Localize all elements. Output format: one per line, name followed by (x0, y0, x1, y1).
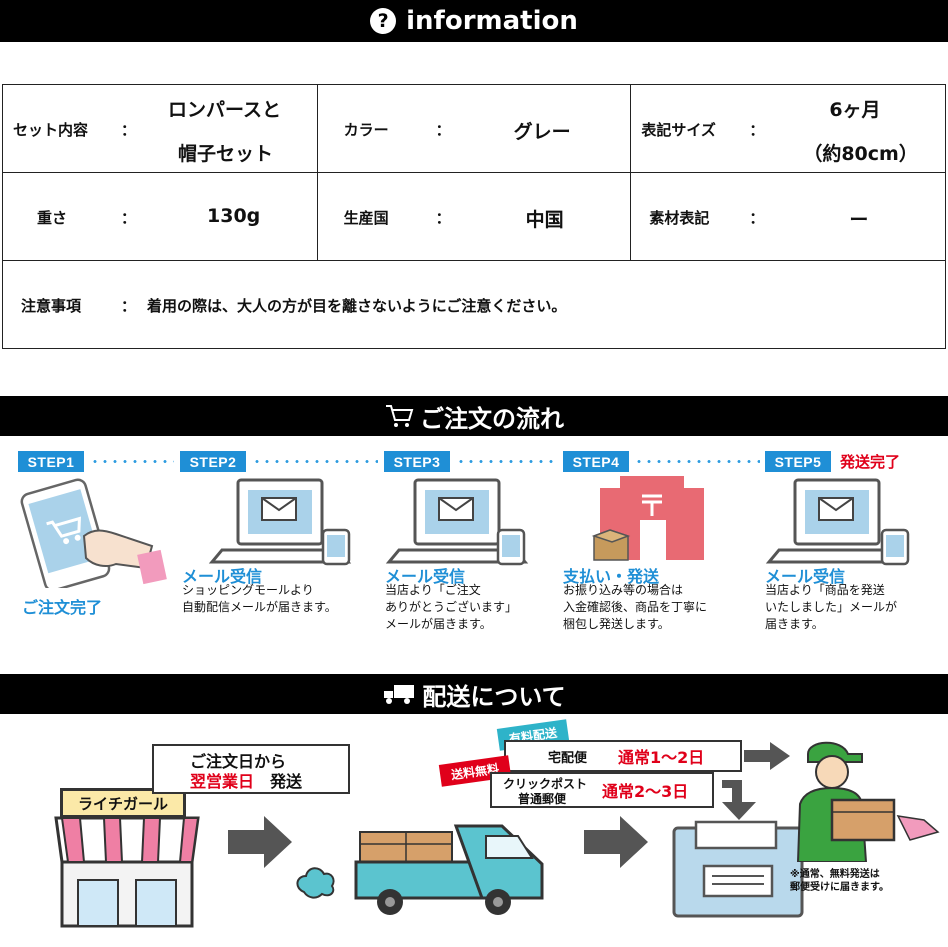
step-description: ショッピングモールより 自動配信メールが届きます。 (182, 583, 337, 614)
shopping-cart-icon (386, 405, 414, 427)
arrow-down-icon (722, 780, 756, 820)
spec-separator: ： (121, 209, 137, 227)
spec-value: （約80cm） (803, 143, 918, 165)
post-office-icon (591, 476, 704, 561)
step-title: メール受信 (182, 567, 263, 586)
arrow-right-icon (228, 816, 292, 868)
shipping-note: ※通常、無料発送は 郵便受けに届きます。 (790, 869, 889, 893)
spec-value: ー (849, 209, 869, 231)
spec-separator: ： (749, 121, 765, 139)
shipping-title: 配送について (422, 682, 566, 711)
spec-row: セット内容 ： ロンパースと 帽子セット カラー ： グレー 表記サイズ ： 6… (2, 84, 946, 173)
step-connector (90, 460, 174, 463)
mailbox-icon (672, 820, 804, 918)
spec-separator: ： (121, 297, 137, 315)
spec-row: 注意事項 ： 着用の際は、大人の方が目を離さないようにご注意ください。 (2, 260, 946, 349)
spec-label: 素材表記 (649, 209, 710, 227)
spec-value: 6ヶ月 (829, 99, 881, 121)
bubble-text: 発送 (270, 772, 303, 791)
bubble-text: ご注文日から (190, 752, 287, 771)
arrow-right-icon (584, 816, 648, 868)
spec-label: 重さ (37, 209, 68, 227)
spec-separator: ： (749, 209, 765, 227)
step-connector (456, 460, 556, 463)
free-shipping-time: 通常2〜3日 (602, 782, 689, 801)
step-badge: STEP3 (384, 451, 450, 472)
courier-person-icon (796, 741, 940, 862)
step-description: お振り込み等の場合は 入金確認後、商品を丁寧に 梱包し発送します。 (563, 583, 708, 631)
step-connector (252, 460, 378, 463)
bubble-highlight: 翌営業日 (190, 772, 255, 791)
laptop-mail-icon (765, 478, 910, 566)
spec-value: 中国 (525, 209, 564, 231)
laptop-mail-icon (385, 478, 529, 566)
spec-value: ロンパースと (168, 99, 282, 121)
step-badge: STEP5 (765, 451, 831, 472)
shipping-header: 配送について (0, 674, 948, 714)
spec-table: セット内容 ： ロンパースと 帽子セット カラー ： グレー 表記サイズ ： 6… (2, 84, 946, 349)
step-badge: STEP4 (563, 451, 629, 472)
paid-shipping-time: 通常1〜2日 (618, 748, 705, 767)
spec-label: カラー (343, 121, 389, 139)
step-title: ご注文完了 (22, 598, 103, 617)
spec-value: 帽子セット (178, 143, 274, 165)
information-header: ? information (0, 0, 948, 42)
free-shipping-method: クリックポスト (503, 777, 588, 791)
spec-row: 重さ ： 130g 生産国 ： 中国 素材表記 ： ー (2, 172, 946, 261)
order-flow-header: ご注文の流れ (0, 396, 948, 436)
paid-shipping-method: 宅配便 (548, 751, 588, 766)
step-badge: STEP2 (180, 451, 246, 472)
spec-label: 生産国 (343, 209, 389, 227)
paid-shipping-box (504, 740, 742, 772)
step-title: 支払い・発送 (563, 567, 660, 586)
shipping-complete-label: 発送完了 (840, 453, 901, 471)
laptop-mail-icon (208, 478, 352, 566)
delivery-truck-illustration (296, 824, 544, 915)
spec-value: グレー (513, 121, 571, 143)
spec-separator: ： (121, 121, 137, 139)
spec-separator: ： (435, 209, 451, 227)
shop-sign: ライチガール (60, 788, 186, 818)
question-circle-icon: ? (370, 8, 397, 34)
spec-label: 表記サイズ (641, 121, 716, 139)
step-description: 当店より「ご注文 ありがとうございます」 メールが届きます。 (385, 583, 518, 631)
information-title: information (406, 6, 578, 36)
order-flow-title: ご注文の流れ (420, 404, 564, 433)
free-shipping-method: 普通郵便 (518, 792, 567, 806)
spec-label: セット内容 (13, 121, 89, 139)
step-badge: STEP1 (18, 451, 84, 472)
smartphone-order-icon (20, 478, 167, 588)
speech-bubble (152, 744, 350, 794)
arrow-right-icon (744, 742, 790, 770)
free-shipping-box (490, 772, 714, 808)
spec-value: 130g (207, 205, 261, 227)
step-description: 当店より「商品を発送 いたしました」メールが 届きます。 (765, 583, 898, 631)
spec-separator: ： (435, 121, 451, 139)
step-connector (634, 460, 760, 463)
step-title: メール受信 (385, 567, 466, 586)
spec-value: 着用の際は、大人の方が目を離さないようにご注意ください。 (147, 297, 567, 315)
delivery-truck-icon (384, 685, 415, 704)
shop-building-icon (54, 816, 200, 928)
step-title: メール受信 (765, 567, 846, 586)
spec-label: 注意事項 (21, 297, 82, 315)
